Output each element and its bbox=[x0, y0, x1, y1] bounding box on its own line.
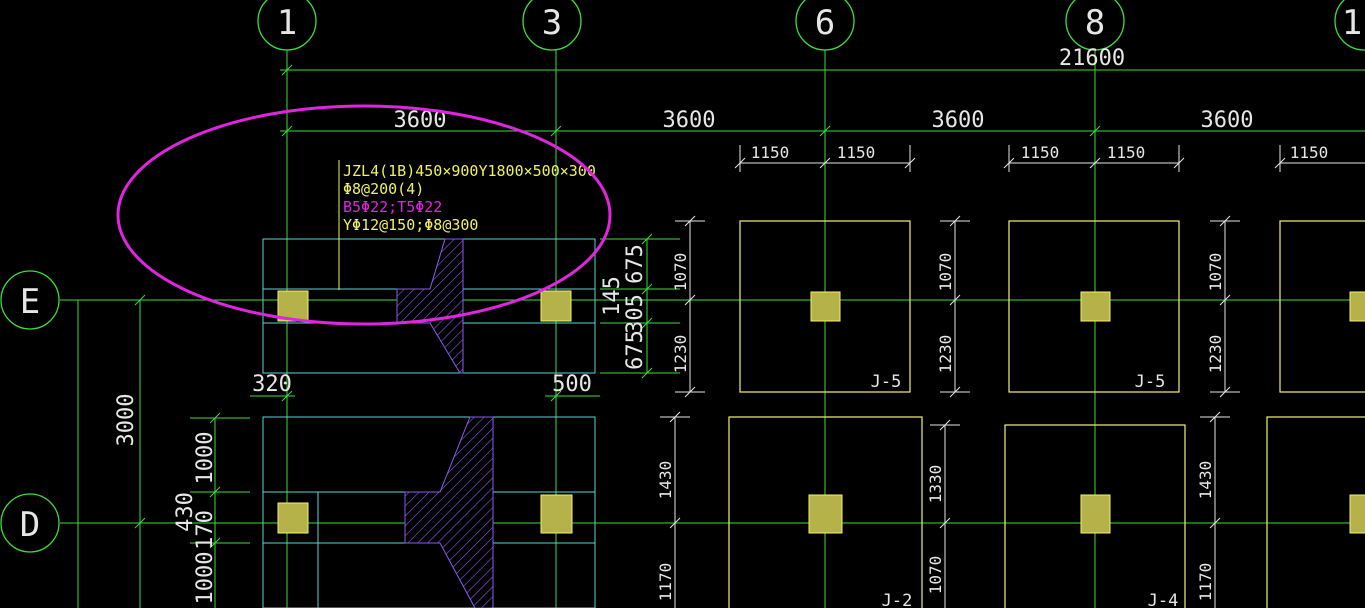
footing-j4[interactable] bbox=[1004, 424, 1186, 608]
bay-dim-4: 3600 bbox=[1201, 108, 1254, 133]
dim-1000-bottom: 1000 bbox=[193, 552, 218, 605]
annotation-line-4: YΦ12@150;Φ8@300 bbox=[343, 216, 478, 234]
dim-500: 500 bbox=[552, 372, 592, 397]
dim-1000-top: 1000 bbox=[193, 432, 218, 485]
beam-section-d bbox=[404, 416, 494, 608]
footing-j5-b[interactable] bbox=[1008, 220, 1180, 393]
dim-145: 145 bbox=[600, 276, 625, 316]
axis-label-1: 1 bbox=[277, 3, 297, 43]
fv-dim-11: 1430 bbox=[1196, 461, 1215, 500]
footing-width-texts: 1150 1150 1150 1150 1150 bbox=[751, 143, 1329, 162]
axis-bubbles bbox=[0, 0, 1365, 553]
fv-dim-8: 1170 bbox=[656, 563, 675, 602]
column-10-e[interactable] bbox=[1349, 291, 1365, 322]
footing-right-d[interactable] bbox=[1266, 416, 1365, 608]
annotation-line-3: B5Φ22;T5Φ22 bbox=[343, 198, 442, 216]
footings[interactable] bbox=[728, 220, 1365, 608]
dim-430: 430 bbox=[173, 492, 198, 532]
top-dimension-lines bbox=[280, 64, 1365, 137]
beam-section-hatch bbox=[396, 238, 494, 608]
axis-bubble-e[interactable] bbox=[0, 270, 60, 330]
highlight-ellipse bbox=[116, 104, 612, 326]
axis-bubble-10[interactable] bbox=[1334, 0, 1365, 51]
column-8-e[interactable] bbox=[1080, 291, 1111, 322]
dim-170: 170 bbox=[193, 510, 218, 550]
fv-dim-1: 1070 bbox=[671, 253, 690, 292]
footing-j2[interactable] bbox=[728, 416, 923, 608]
beam-section-e bbox=[396, 238, 464, 374]
axis-bubble-8[interactable] bbox=[1065, 0, 1125, 51]
axis-bubble-1[interactable] bbox=[257, 0, 317, 51]
dim-675-top: 675 bbox=[623, 244, 648, 284]
footing-right-e[interactable] bbox=[1279, 220, 1365, 393]
fw-dim-5: 1150 bbox=[1290, 143, 1329, 162]
axis-label-8: 8 bbox=[1085, 3, 1105, 43]
fv-dim-5: 1070 bbox=[1206, 253, 1225, 292]
fv-dim-9: 1330 bbox=[926, 465, 945, 504]
fw-dim-2: 1150 bbox=[837, 143, 876, 162]
fw-dim-4: 1150 bbox=[1107, 143, 1146, 162]
column-1-e[interactable] bbox=[277, 290, 309, 322]
annotation-line-1: JZL4(1B)450×900Y1800×500×300 bbox=[343, 162, 596, 180]
column-10-d[interactable] bbox=[1349, 494, 1365, 534]
footing-vertical-dims bbox=[660, 215, 1240, 608]
beam-section-dims bbox=[250, 233, 680, 402]
left-dim-texts: 3000 1000 430 170 1000 bbox=[114, 394, 218, 605]
beam-outline-d bbox=[262, 416, 596, 608]
axis-label-e: E bbox=[20, 282, 40, 322]
axis-label-d: D bbox=[20, 505, 40, 545]
fv-dim-10: 1070 bbox=[926, 556, 945, 595]
column-8-d[interactable] bbox=[1080, 494, 1111, 534]
footing-label-j5-a: J-5 bbox=[871, 372, 902, 392]
dim-305: 305 bbox=[623, 294, 648, 334]
beam-outline-e bbox=[262, 238, 596, 374]
axis-bubble-d[interactable] bbox=[0, 493, 60, 553]
dim-3000: 3000 bbox=[114, 394, 139, 447]
dim-675-bottom: 675 bbox=[623, 330, 648, 370]
top-dimension-texts: 21600 3600 3600 3600 3600 bbox=[394, 46, 1254, 133]
overall-dimension-text: 21600 bbox=[1059, 46, 1125, 71]
axis-bubble-3[interactable] bbox=[522, 0, 582, 51]
column-1-d[interactable] bbox=[277, 502, 309, 534]
column-3-d[interactable] bbox=[540, 494, 573, 534]
columns[interactable] bbox=[277, 290, 1365, 534]
dim-320: 320 bbox=[252, 372, 292, 397]
footing-labels: J-5 J-5 J-2 J-4 bbox=[871, 372, 1179, 608]
fv-dim-4: 1230 bbox=[936, 335, 955, 374]
axis-label-10: 1 bbox=[1342, 3, 1362, 43]
fv-dim-7: 1430 bbox=[656, 461, 675, 500]
beam-annotation[interactable]: JZL4(1B)450×900Y1800×500×300 Φ8@200(4) B… bbox=[338, 160, 596, 290]
axis-label-3: 3 bbox=[542, 3, 562, 43]
grid-axes bbox=[60, 50, 1365, 608]
axis-bubble-6[interactable] bbox=[795, 0, 855, 51]
fv-dim-12: 1170 bbox=[1196, 563, 1215, 602]
footing-label-j5-b: J-5 bbox=[1135, 372, 1166, 392]
left-dimensions bbox=[77, 294, 250, 608]
footing-label-j4: J-4 bbox=[1148, 591, 1179, 608]
axis-label-6: 6 bbox=[815, 3, 835, 43]
fv-dim-6: 1230 bbox=[1206, 335, 1225, 374]
column-6-d[interactable] bbox=[808, 494, 843, 534]
bay-dim-2: 3600 bbox=[663, 108, 716, 133]
fv-dim-3: 1070 bbox=[936, 253, 955, 292]
column-3-e[interactable] bbox=[540, 290, 572, 322]
annotation-line-2: Φ8@200(4) bbox=[343, 180, 424, 198]
axis-bubble-labels: 1 3 6 8 1 E D bbox=[20, 3, 1362, 545]
fw-dim-1: 1150 bbox=[751, 143, 790, 162]
fv-dim-2: 1230 bbox=[671, 335, 690, 374]
footing-label-j2: J-2 bbox=[882, 591, 913, 608]
footing-width-dims bbox=[734, 145, 1365, 172]
column-6-e[interactable] bbox=[810, 291, 841, 322]
bay-dim-3: 3600 bbox=[932, 108, 985, 133]
fw-dim-3: 1150 bbox=[1021, 143, 1060, 162]
footing-j5-a[interactable] bbox=[739, 220, 911, 393]
beam-section-dim-texts: 675 145 305 675 320 500 bbox=[252, 244, 648, 397]
footing-vertical-dim-texts: 1070 1230 1070 1230 1070 1230 1430 1170 … bbox=[656, 253, 1225, 602]
